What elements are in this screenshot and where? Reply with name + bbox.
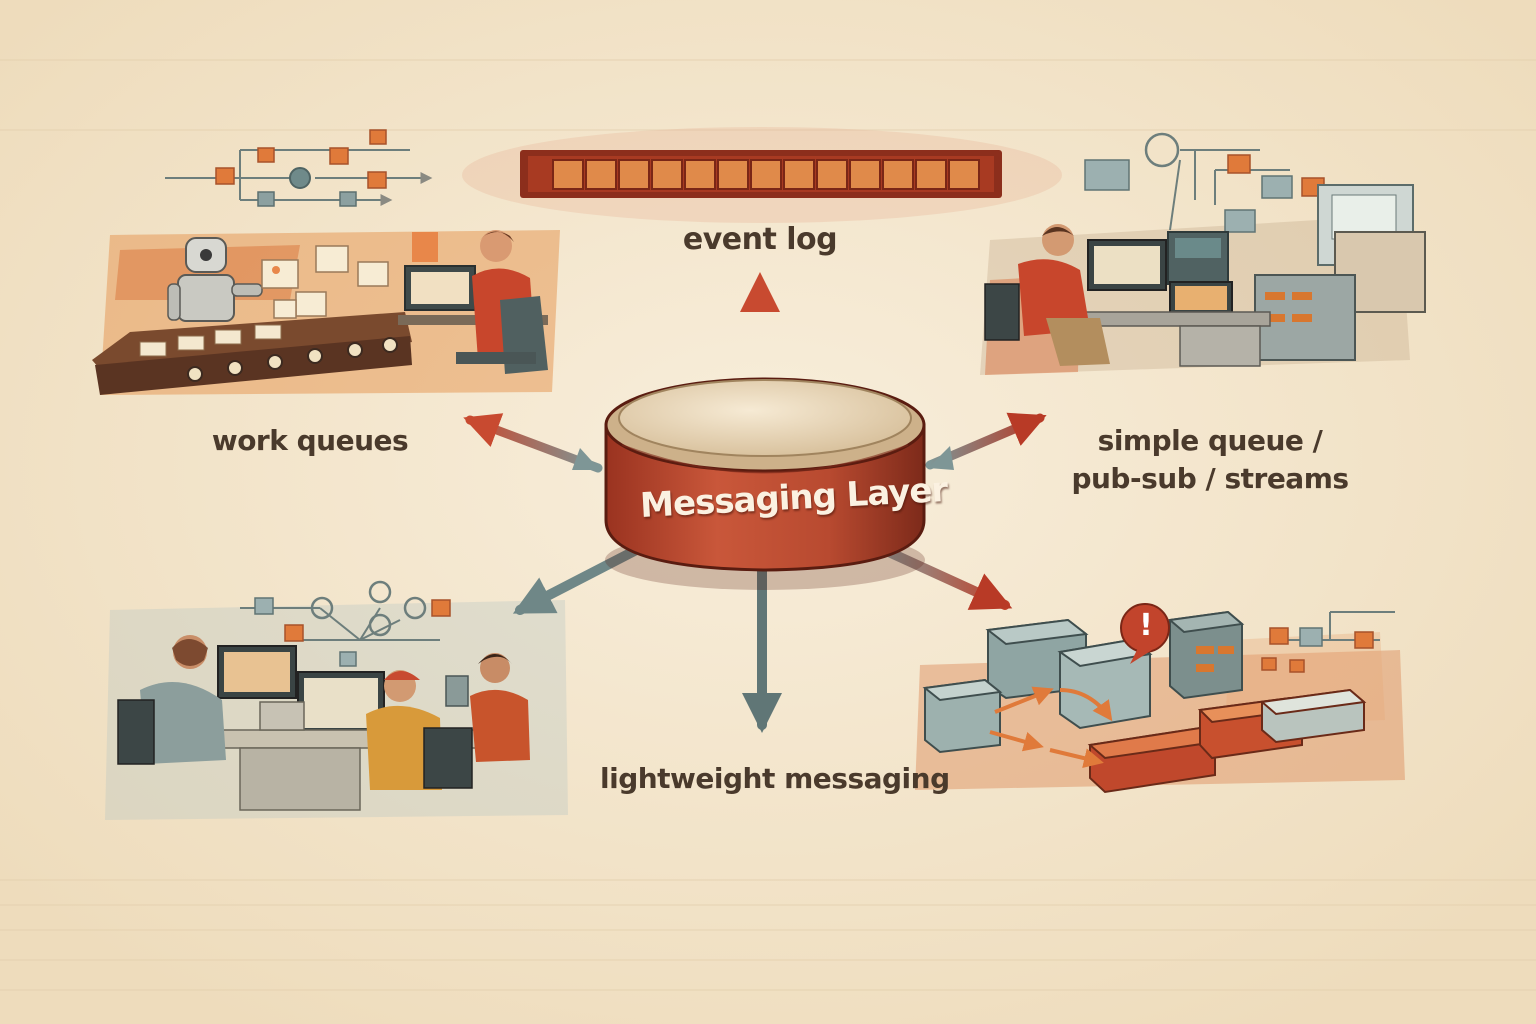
simple-queue-label-line-2: pub-sub / streams <box>1071 462 1349 495</box>
pubsub-flow-lines <box>1169 149 1290 231</box>
event-log-panel <box>462 127 1062 223</box>
event-log-cells <box>552 159 980 190</box>
storage-slab-icon <box>1087 688 1367 794</box>
event-log-label: event log <box>682 222 838 257</box>
arrow-to-team <box>512 543 645 615</box>
engineer-icon <box>984 224 1271 367</box>
team-icon <box>117 635 530 811</box>
simple-queue-scene <box>980 132 1426 375</box>
lightweight-flow-lines <box>240 607 440 641</box>
work-queues-label: work queues <box>211 424 409 457</box>
arrow-to-alerts <box>875 543 1013 610</box>
lightweight-messaging-label: lightweight messaging <box>600 762 950 795</box>
simple-queue-label-line-1: simple queue / <box>1097 424 1323 457</box>
work-queues-scene <box>92 129 560 395</box>
lightweight-messaging-scene <box>105 580 568 820</box>
server-box-icon <box>922 610 1245 754</box>
paper-texture-lines <box>0 59 1536 991</box>
alert-icon <box>1120 603 1170 664</box>
worker-icon <box>398 230 548 374</box>
simple-queue-label: simple queue / pub-sub / streams <box>1070 422 1350 498</box>
alerts-storage-scene <box>915 603 1405 794</box>
connector-arrows <box>463 272 1047 733</box>
messaging-layer-hub <box>604 377 926 590</box>
work-notes <box>261 245 389 319</box>
alert-exclamation: ! <box>1139 608 1153 643</box>
server-racks-icon <box>1167 184 1426 361</box>
robot-icon <box>167 237 263 322</box>
